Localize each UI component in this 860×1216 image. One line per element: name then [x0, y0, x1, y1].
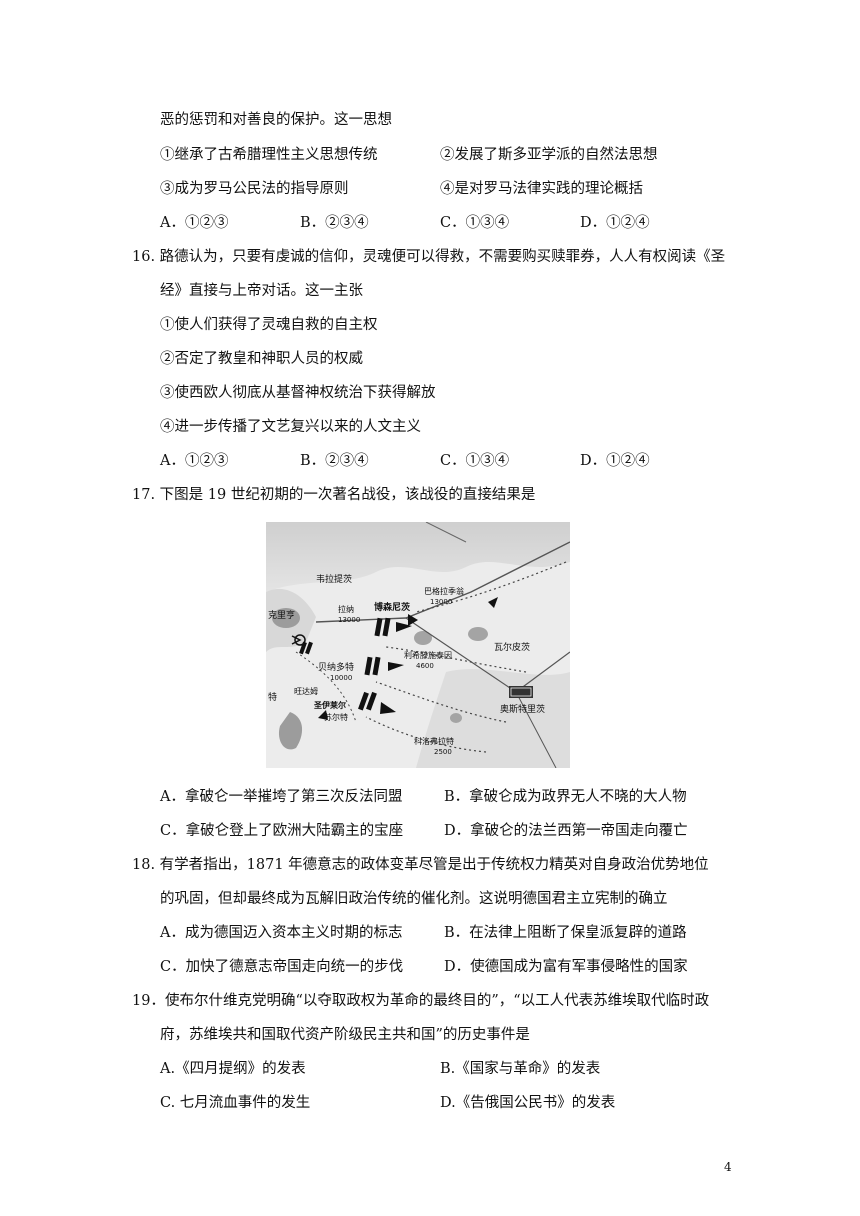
q19-option-a: A.《四月提纲》的发表 — [160, 1061, 306, 1077]
map-label-kolowrat: 科洛弗拉特 — [414, 736, 454, 746]
map-label-lannes: 拉纳 — [338, 604, 354, 614]
q17-option-a: A．拿破仑一举摧垮了第三次反法同盟 — [160, 789, 403, 805]
road-north — [425, 522, 467, 543]
q16-stem-line-2: 经》直接与上帝对话。这一主张 — [160, 283, 363, 299]
q15-option-d: D．①②④ — [580, 215, 650, 231]
q19-stem-line-2: 府，苏维埃共和国取代资产阶级民主共和国”的历史事件是 — [160, 1027, 530, 1043]
map-label-liechtenstein: 利希滕施泰因 — [404, 650, 452, 660]
attack-arrows — [318, 597, 498, 720]
q17-option-c: C．拿破仑登上了欧洲大陆霸主的宝座 — [160, 823, 404, 839]
q17-option-d: D．拿破仑的法兰西第一帝国走向覆亡 — [444, 823, 688, 839]
map-label-walpitz: 瓦尔皮茨 — [494, 641, 530, 653]
q15-item-2: ②发展了斯多亚学派的自然法思想 — [440, 147, 658, 163]
map-label-bernadotte: 贝纳多特 — [318, 661, 354, 673]
q16-item-4: ④进一步传播了文艺复兴以来的人文主义 — [160, 419, 421, 435]
map-label-weiratitz: 韦拉提茨 — [316, 573, 352, 585]
map-label-vandamme: 旺达姆 — [294, 686, 318, 696]
map-label-edge: 特 — [268, 691, 277, 703]
q16-item-2: ②否定了教皇和神职人员的权威 — [160, 351, 363, 367]
q18-option-a: A．成为德国迈入资本主义时期的标志 — [160, 925, 403, 941]
q18-stem-line-2: 的巩固，但却最终成为瓦解旧政治传统的催化剂。这说明德国君主立宪制的确立 — [160, 891, 668, 907]
french-hq-marker — [294, 634, 306, 646]
q17-stem: 17. 下图是 19 世纪初期的一次著名战役，该战役的直接结果是 — [132, 487, 536, 503]
allied-route-center — [375, 681, 507, 723]
french-positions — [299, 617, 391, 711]
q18-stem-line-1: 18. 有学者指出，1871 年德意志的政体变革尽管是出于传统权力精英对自身政治… — [132, 857, 709, 873]
page-number: 4 — [724, 1160, 732, 1174]
q19-option-b: B.《国家与革命》的发表 — [440, 1061, 601, 1077]
q15-option-a: A．①②③ — [160, 215, 229, 231]
pond-3 — [450, 713, 462, 723]
lake-kritsch — [272, 608, 300, 628]
map-label-saint-hilaire: 圣伊莱尔 — [313, 700, 346, 710]
q16-item-3: ③使西欧人彻底从基督神权统治下获得解放 — [160, 385, 436, 401]
map-label-liechtenstein-count: 4600 — [416, 662, 434, 670]
q19-option-c: C. 七月流血事件的发生 — [160, 1095, 311, 1111]
q15-stem-tail: 恶的惩罚和对善良的保护。这一思想 — [160, 112, 392, 128]
q16-stem-line-1: 16. 路德认为，只要有虔诚的信仰，灵魂便可以得救，不需要购买赎罪券，人人有权阅… — [132, 249, 726, 265]
pond-2 — [468, 627, 488, 641]
q16-item-1: ①使人们获得了灵魂自救的自主权 — [160, 317, 378, 333]
allied-route-kolowrat — [365, 716, 487, 753]
road-east — [515, 651, 570, 693]
q15-item-3: ③成为罗马公民法的指导原则 — [160, 181, 349, 197]
q15-item-4: ④是对罗马法律实践的理论概括 — [440, 181, 643, 197]
french-route-west — [295, 651, 357, 723]
q16-option-c: C．①③④ — [440, 453, 510, 469]
q18-option-b: B．在法律上阻断了保皇派复辟的道路 — [444, 925, 687, 941]
q19-option-d: D.《告俄国公民书》的发表 — [440, 1095, 616, 1111]
q18-option-c: C．加快了德意志帝国走向统一的步伐 — [160, 959, 404, 975]
northern-hills — [266, 522, 570, 592]
road-brunn-olmutz — [315, 541, 570, 623]
q17-option-b: B．拿破仑成为政界无人不晓的大人物 — [444, 789, 687, 805]
q15-option-b: B．②③④ — [300, 215, 369, 231]
q16-option-a: A．①②③ — [160, 453, 229, 469]
map-label-bernadotte-count: 10000 — [330, 674, 352, 682]
map-label-bosenitz: 博森尼茨 — [374, 601, 410, 613]
q19-stem-line-1: 19．使布尔什维克党明确“以夺取政权为革命的最终目的”，“以工人代表苏维埃取代临… — [132, 993, 710, 1009]
battle-map: 韦拉提茨 克里亨 巴格拉季翁 13000 博森尼茨 拉纳 13000 瓦尔皮茨 … — [266, 522, 570, 768]
map-label-krichen: 克里亨 — [268, 609, 295, 621]
q16-option-d: D．①②④ — [580, 453, 650, 469]
q15-option-c: C．①③④ — [440, 215, 510, 231]
map-label-soult: 苏尔特 — [324, 712, 348, 722]
pond-1 — [414, 631, 432, 645]
road-austerlitz — [405, 617, 517, 693]
q15-item-1: ①继承了古希腊理性主义思想传统 — [160, 147, 378, 163]
lake-south — [278, 712, 303, 750]
q18-option-d: D．使德国成为富有军事侵略性的国家 — [444, 959, 688, 975]
road-southeast — [515, 691, 557, 768]
map-label-bagration: 巴格拉季翁 — [424, 586, 464, 596]
map-label-kolowrat-count: 2500 — [434, 748, 452, 756]
austerlitz-town — [509, 686, 533, 698]
allied-route-bagration — [415, 561, 567, 613]
map-label-bagration-count: 13000 — [430, 598, 452, 606]
map-label-austerlitz: 奥斯特里茨 — [500, 703, 545, 715]
q16-option-b: B．②③④ — [300, 453, 369, 469]
map-label-lannes-count: 13000 — [338, 616, 360, 624]
